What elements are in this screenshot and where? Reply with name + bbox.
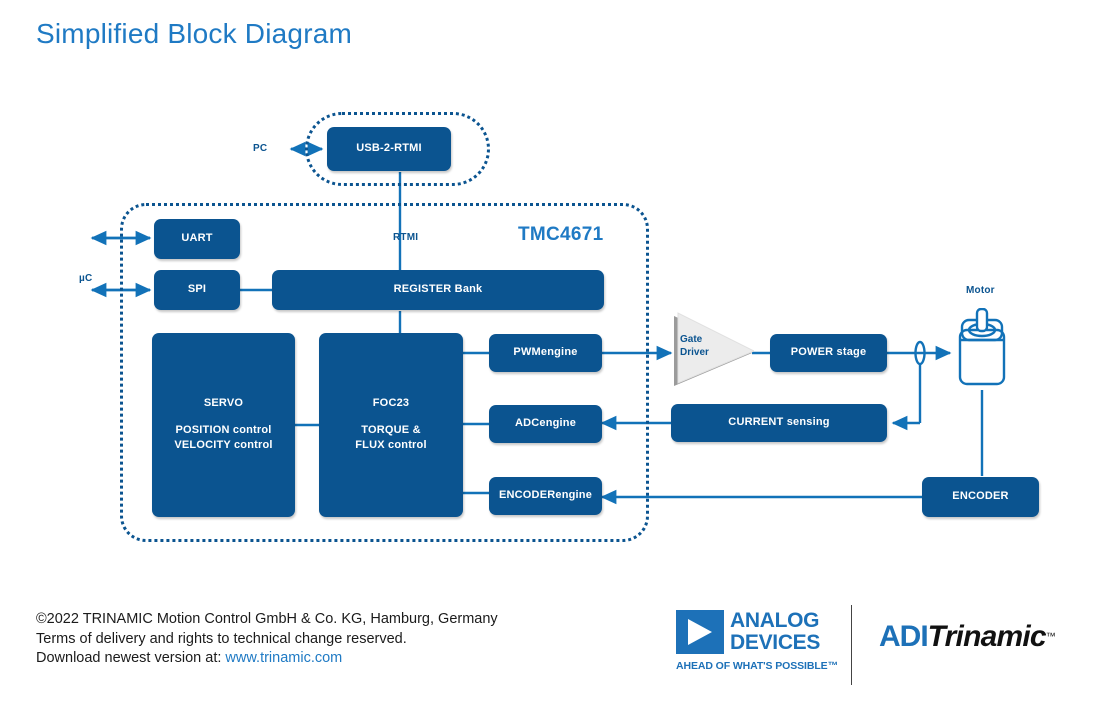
- foc-line1: TORQUE &: [361, 423, 421, 436]
- block-uart[interactable]: UART: [154, 219, 240, 259]
- block-encoderengine[interactable]: ENCODERengine: [489, 477, 602, 515]
- page-title: Simplified Block Diagram: [36, 18, 353, 49]
- gate-driver-triangle-icon: [674, 312, 756, 386]
- block-adcengine[interactable]: ADCengine: [489, 405, 602, 443]
- gate-driver-label: Gate Driver: [680, 334, 726, 359]
- foc-line2: FLUX control: [355, 439, 427, 452]
- logo-divider: [851, 605, 852, 685]
- adi-trinamic-logo: ADITrinamic™: [879, 620, 1056, 660]
- footer-line2: Terms of delivery and rights to technica…: [36, 630, 407, 647]
- servo-title: SERVO: [203, 396, 244, 409]
- servo-line1: POSITION control: [175, 423, 272, 436]
- block-gate-driver[interactable]: Gate Driver: [668, 312, 756, 388]
- adi-trinamic-tm-icon: ™: [1045, 631, 1056, 643]
- play-triangle-icon: [688, 619, 712, 645]
- footer-line1: ©2022 TRINAMIC Motion Control GmbH & Co.…: [36, 611, 498, 627]
- analog-devices-tagline: AHEAD OF WHAT'S POSSIBLE™: [676, 660, 838, 672]
- mcu-label: µC: [79, 273, 93, 284]
- servo-line2: VELOCITY control: [174, 439, 273, 452]
- block-spi[interactable]: SPI: [154, 270, 240, 310]
- gate-driver-line1: Gate: [680, 334, 703, 345]
- foc-title: FOC23: [372, 396, 410, 409]
- analog-devices-word-line1: ANALOG: [730, 609, 820, 632]
- analog-devices-logo: ANALOG DEVICES AHEAD OF WHAT'S POSSIBLE™: [676, 610, 842, 682]
- block-usb-2-rtmi[interactable]: USB-2-RTMI: [327, 127, 451, 171]
- trinamic-website-link[interactable]: www.trinamic.com: [225, 650, 343, 667]
- block-register-bank[interactable]: REGISTER Bank: [272, 270, 604, 310]
- usb-adapter-boundary: [305, 112, 490, 186]
- footer-copyright: ©2022 TRINAMIC Motion Control GmbH & Co.…: [36, 610, 498, 669]
- analog-devices-mark-icon: [676, 610, 724, 654]
- gate-driver-line2: Driver: [680, 346, 709, 358]
- footer-line3-prefix: Download newest version at:: [36, 650, 222, 667]
- chip-label: TMC4671: [518, 224, 604, 245]
- analog-devices-wordmark: ANALOG DEVICES: [730, 610, 820, 654]
- adi-trinamic-adi-text: ADI: [879, 620, 929, 653]
- block-current-sensing[interactable]: CURRENT sensing: [671, 404, 887, 442]
- footer-line3: Download newest version at: www.trinamic…: [36, 649, 498, 669]
- analog-devices-word-line2: DEVICES: [730, 631, 821, 654]
- motor-icon: [952, 307, 1014, 390]
- adi-trinamic-name-text: Trinamic: [927, 620, 1047, 653]
- motor-label: Motor: [966, 285, 995, 296]
- pc-label: PC: [253, 143, 268, 154]
- block-pwmengine[interactable]: PWMengine: [489, 334, 602, 372]
- block-encoder[interactable]: ENCODER: [922, 477, 1039, 517]
- tmc4671-chip-boundary: [120, 203, 649, 542]
- rtmi-label: RTMI: [393, 232, 419, 243]
- block-servo[interactable]: SERVO POSITION control VELOCITY control: [152, 333, 295, 517]
- block-power-stage[interactable]: POWER stage: [770, 334, 887, 372]
- block-foc23[interactable]: FOC23 TORQUE & FLUX control: [319, 333, 463, 517]
